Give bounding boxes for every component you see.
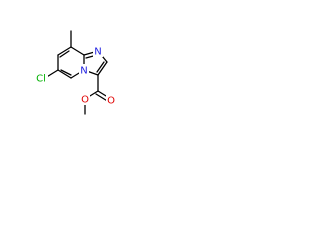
atom-labels: Cl N N O O xyxy=(33,45,116,107)
imidazole-nitrogen-atom: N xyxy=(93,45,103,58)
bond-c2-c3-double xyxy=(96,61,105,73)
structure-drawing: Cl N N O O xyxy=(33,30,116,115)
ester-oxygen-atom: O xyxy=(80,93,90,106)
ester-oxygen-label: O xyxy=(81,95,89,106)
bond-c6-c5-double xyxy=(60,69,72,76)
chlorine-atom: Cl xyxy=(33,72,48,85)
molecule-canvas: Cl N N O O xyxy=(0,0,152,152)
bond-c8-c7 xyxy=(57,46,72,56)
chlorine-label: Cl xyxy=(36,74,46,85)
bond-c2-c3 xyxy=(97,61,108,76)
bond-c8-c7-double xyxy=(59,50,70,58)
bridgehead-nitrogen-label: N xyxy=(80,66,87,77)
imidazole-nitrogen-label: N xyxy=(94,47,101,58)
bridgehead-nitrogen-atom: N xyxy=(79,64,89,77)
carbonyl-oxygen-atom: O xyxy=(106,94,116,107)
bonds xyxy=(44,30,112,115)
carbonyl-oxygen-label: O xyxy=(107,96,115,107)
bond-c6-c5 xyxy=(57,69,72,79)
bond-c8-c8a xyxy=(70,46,85,56)
